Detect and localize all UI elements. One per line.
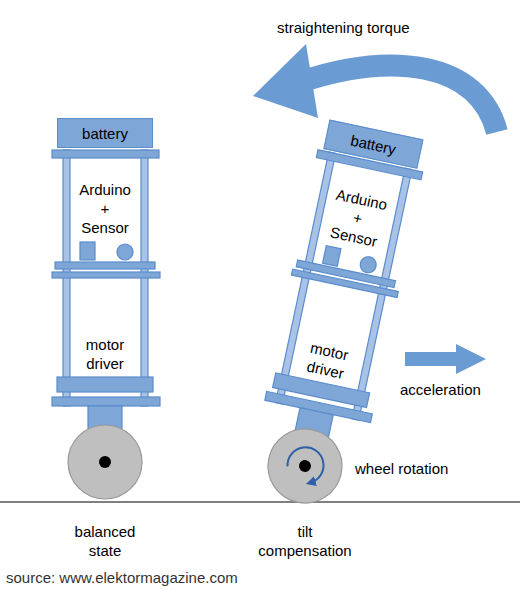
ground-line (0, 501, 520, 503)
source-note: source: www.elektormagazine.com (6, 568, 238, 587)
box-text: battery (82, 124, 128, 143)
battery-box: battery (57, 118, 153, 148)
part-label: Arduino + Sensor (70, 180, 140, 237)
robot-frame (176, 0, 520, 590)
part-label: Arduino + Sensor (318, 183, 398, 253)
state-caption: tilt compensation (250, 522, 360, 560)
robot-tilted: batteryArduino + Sensormotor driver (176, 0, 520, 590)
arrow-label: straightening torque (277, 18, 410, 37)
rotation-arrow (285, 444, 327, 485)
state-caption: balanced state (50, 522, 160, 560)
robot-body (245, 150, 423, 514)
box-text: battery (349, 130, 398, 158)
arrow-label: acceleration (400, 380, 481, 399)
arrow-label: wheel rotation (355, 459, 448, 478)
acceleration-arrow (405, 344, 486, 374)
part-label: motor driver (70, 335, 140, 373)
robot-body (52, 150, 160, 499)
torque-arrow-head (253, 44, 318, 118)
